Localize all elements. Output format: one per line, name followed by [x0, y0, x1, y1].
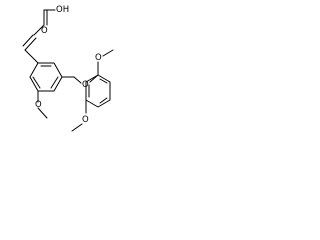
ring-left-inner-2	[50, 76, 59, 89]
atom-label-bottom-methoxy-o: O	[82, 115, 89, 125]
bond-alkene-double-inner	[22, 34, 34, 47]
structure-canvas: OH O O O O O	[0, 0, 123, 155]
ring-left-outline	[29, 62, 63, 92]
atom-label-oh: OH	[56, 5, 69, 15]
bond-alkene-double	[24, 37, 37, 51]
atom-label-top-methoxy-o: O	[95, 53, 102, 63]
ring-right-inner-1	[99, 78, 108, 84]
bond-ch2-to-ether-o	[73, 76, 82, 84]
bond-top-o-to-ch3	[102, 49, 114, 57]
atom-label-ether-o: O	[82, 80, 89, 90]
chemical-structure-diagram: OH O O O O O	[22, 5, 114, 132]
bond-carboxyl-to-alkene	[33, 24, 45, 36]
bond-alkene-to-ring	[24, 49, 39, 64]
atom-label-left-methoxy-o: O	[35, 100, 42, 110]
ring-right-outline	[85, 74, 111, 108]
atom-label-carbonyl-o: O	[41, 26, 48, 36]
bond-bottom-o-to-ch3	[71, 123, 83, 132]
bond-methoxy-o-to-ch3	[37, 107, 48, 119]
ring-left-inner-3	[32, 76, 41, 89]
ring-right-inner-2	[99, 97, 108, 104]
